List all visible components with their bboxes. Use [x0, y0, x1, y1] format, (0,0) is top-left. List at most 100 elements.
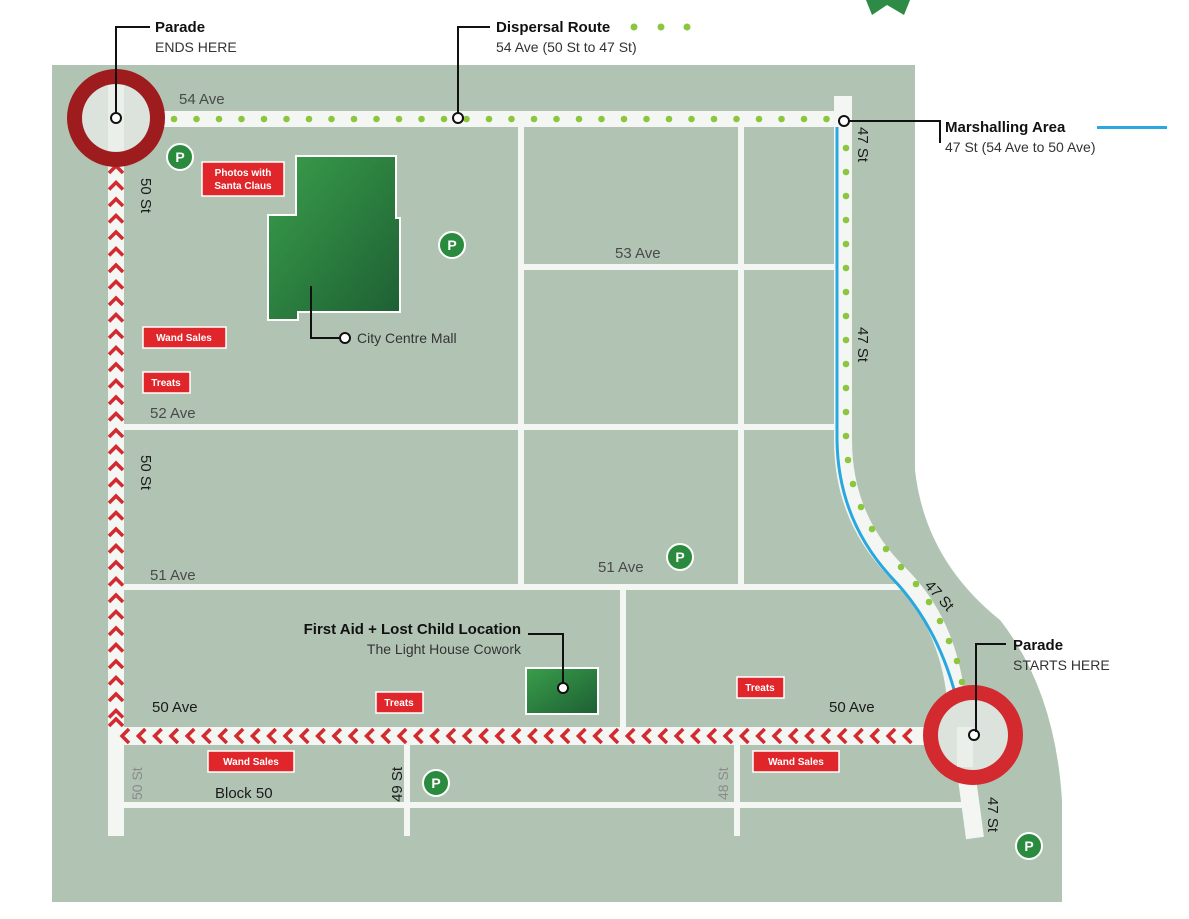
parade-chevron-up: [107, 716, 125, 728]
parade-chevron-up: [107, 691, 125, 703]
dispersal-dot: [395, 115, 403, 123]
parade-chevron-left: [201, 727, 212, 745]
dispersal-dot: [440, 115, 448, 123]
parade-chevron-left: [592, 727, 603, 745]
dispersal-dot: [849, 480, 857, 488]
svg-text:Photos with: Photos with: [215, 168, 272, 179]
dispersal-route: [125, 115, 966, 686]
dispersal-dot: [418, 115, 425, 123]
dispersal-sub: 54 Ave (50 St to 47 St): [496, 39, 637, 55]
street-label-52-ave: 52 Ave: [150, 405, 196, 422]
dispersal-dot: [305, 115, 313, 123]
street-label-50-st: 50 St: [129, 767, 145, 800]
parade-chevron-up: [107, 427, 125, 439]
parade-start-sub: STARTS HERE: [1013, 657, 1110, 673]
dispersal-dot: [842, 264, 850, 272]
dispersal-dot: [842, 360, 850, 368]
parade-chevron-up: [107, 378, 125, 389]
svg-text:P: P: [447, 237, 456, 253]
parade-chevron-up: [107, 510, 125, 521]
dispersal-dot: [553, 115, 560, 123]
parade-chevron-up: [107, 411, 125, 422]
mall-marker: [339, 332, 351, 344]
svg-text:Wand Sales: Wand Sales: [156, 333, 212, 344]
dispersal-dot: [842, 432, 850, 440]
parade-chevron-up: [107, 345, 125, 356]
dispersal-dot: [925, 598, 933, 606]
road-vertical-b: [738, 127, 744, 587]
city-centre-mall-label: City Centre Mall: [357, 330, 457, 346]
parade-chevron-left: [249, 727, 261, 745]
dispersal-dot: [260, 115, 268, 123]
parade-chevron-up: [107, 526, 125, 538]
road-49-st: [404, 745, 410, 836]
street-label-53-ave: 53 Ave: [615, 245, 661, 262]
wand-sales-tag: Wand Sales: [752, 750, 840, 773]
dispersal-dot: [598, 115, 605, 123]
parade-chevron-left: [527, 727, 538, 745]
parade-chevron-left: [298, 727, 310, 745]
svg-text:Treats: Treats: [384, 698, 414, 709]
parade-chevron-left: [575, 727, 587, 745]
dispersal-dot: [328, 115, 335, 123]
parade-chevron-left: [755, 727, 766, 745]
svg-text:P: P: [431, 775, 440, 791]
parade-chevron-up: [107, 361, 125, 373]
dispersal-dot: [823, 115, 830, 123]
parade-chevron-left: [738, 727, 750, 745]
dispersal-dot: [350, 115, 358, 123]
parking-icon: P: [438, 231, 466, 259]
parade-chevron-up: [107, 609, 125, 620]
parade-chevron-up: [107, 180, 125, 191]
dispersal-dot: [485, 115, 493, 123]
parade-chevron-left: [445, 727, 457, 745]
star-icon: [866, 0, 910, 15]
dispersal-dot: [463, 115, 470, 123]
parade-chevron-left: [608, 727, 620, 745]
parade-chevron-up: [107, 592, 125, 604]
street-label-50-ave: 50 Ave: [152, 699, 198, 716]
parade-chevron-up: [107, 642, 125, 653]
parade-end-sub: ENDS HERE: [155, 39, 237, 55]
street-label-47-st: 47 St: [854, 127, 871, 163]
first-aid-title: First Aid + Lost Child Location: [304, 621, 521, 638]
parade-chevron-left: [820, 727, 832, 745]
treats-tag: Treats: [142, 371, 191, 394]
parade-chevron-up: [107, 213, 125, 224]
parade-chevron-left: [624, 727, 636, 745]
dispersal-dot: [953, 657, 961, 665]
parade-chevron-up: [107, 394, 125, 406]
road-block-50: [124, 802, 970, 808]
dispersal-dot: [800, 115, 808, 123]
dispersal-dot: [842, 336, 850, 344]
photos-with-santa-tag: Photos with Santa Claus: [201, 161, 285, 197]
parade-chevron-up: [107, 279, 125, 290]
parade-chevron-left: [690, 727, 701, 745]
parade-chevron-up: [107, 576, 125, 587]
parade-chevron-up: [107, 543, 125, 554]
parade-chevron-left: [787, 727, 799, 745]
dispersal-dot: [575, 115, 583, 123]
svg-text:P: P: [675, 549, 684, 565]
parade-chevron-left: [853, 727, 864, 745]
parade-chevron-left: [461, 727, 473, 745]
dispersal-dot: [844, 456, 852, 464]
parade-chevron-up: [107, 229, 125, 241]
parade-chevron-up: [107, 493, 125, 505]
parade-chevron-up: [107, 444, 125, 455]
parade-chevron-up: [107, 295, 125, 307]
street-label-block-50: Block 50: [215, 785, 273, 802]
dispersal-marker: [452, 112, 464, 124]
dispersal-dot: [733, 115, 740, 123]
city-centre-mall-building: [267, 155, 401, 321]
dispersal-dot: [508, 115, 515, 123]
parade-chevron-left: [184, 727, 196, 745]
marshalling-route-line: [835, 127, 962, 736]
road-47-st: [834, 96, 984, 840]
svg-text:Santa Claus: Santa Claus: [214, 181, 272, 192]
street-label-50-st: 50 St: [137, 178, 154, 214]
parade-chevron-left: [152, 727, 163, 745]
dispersal-dot: [842, 192, 850, 200]
parade-chevron-left: [901, 727, 913, 745]
parade-chevron-left: [510, 727, 522, 745]
